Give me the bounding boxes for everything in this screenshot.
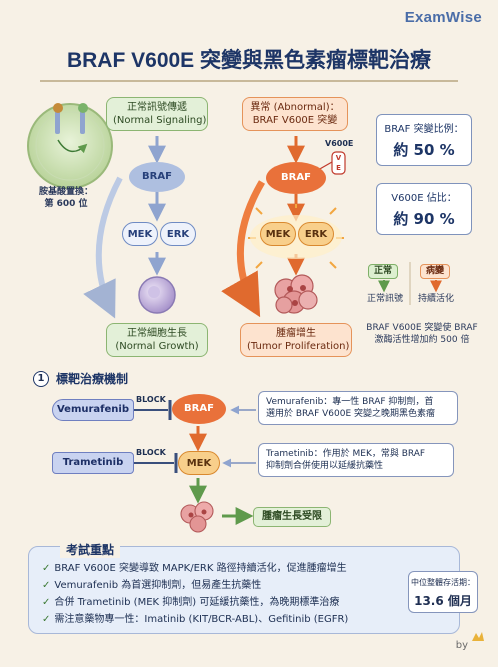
trametinib-info-box: Trametinib：作用於 MEK，常與 BRAF 抑制劑合併使用以延緩抗藥性 xyxy=(258,443,454,477)
abnormal-braf-node: BRAF xyxy=(266,162,326,194)
check-icon: ✓ xyxy=(42,614,51,625)
v600e-share-label: V600E 佔比： xyxy=(391,193,457,204)
brand-logo: ExamWise xyxy=(404,9,482,26)
median-survival-label: 中位整體存活期： xyxy=(411,578,475,587)
key-point-text: Vemurafenib 為首選抑制劑，但易產生抗藥性 xyxy=(54,580,262,591)
median-survival-value: 13.6 個月 xyxy=(414,594,472,608)
normal-outcome-label: 正常細胞生長 (Normal Growth) xyxy=(106,323,208,357)
kinase-activity-note: BRAF V600E 突變使 BRAF 激酶活性增加約 500 倍 xyxy=(362,322,482,346)
abnormal-signaling-header: 異常 (Abnormal)： BRAF V600E 突變 xyxy=(242,97,348,131)
title-divider xyxy=(40,80,458,82)
logo-mark-icon xyxy=(472,632,484,641)
key-point-text: 需注意藥物專一性：Imatinib (KIT/BCR-ABL)、Gefitini… xyxy=(54,614,349,625)
normal-header-line2: (Normal Signaling) xyxy=(113,115,207,126)
abnormal-header-line1: 異常 (Abnormal)： xyxy=(250,102,340,113)
key-point-text: 合併 Trametinib (MEK 抑制劑) 可延緩抗藥性，為晚期標準治療 xyxy=(54,597,340,608)
tram-info-line2: 抑制劑合併使用以延緩抗藥性 xyxy=(266,461,384,471)
mutation-label: V600E xyxy=(325,139,354,148)
abnormal-header-line2: BRAF V600E 突變 xyxy=(252,115,338,126)
legend-abnormal-tag: 病變 xyxy=(420,264,450,279)
braf-block-label: BLOCK xyxy=(136,395,166,404)
vemurafenib-info-box: Vemurafenib：專一性 BRAF 抑制劑，首 選用於 BRAF V600… xyxy=(258,391,458,425)
tram-info-line1: Trametinib：作用於 MEK，常與 BRAF xyxy=(266,449,426,459)
substitution-line1: 胺基酸置換： xyxy=(38,187,93,197)
normal-outcome-line1: 正常細胞生長 xyxy=(127,328,187,339)
activity-note-line1: BRAF V600E 突變使 BRAF xyxy=(366,323,478,333)
check-icon: ✓ xyxy=(42,580,51,591)
check-icon: ✓ xyxy=(42,597,51,608)
tumor-growth-limited-label: 腫瘤生長受限 xyxy=(253,507,331,527)
normal-erk-node: ERK xyxy=(160,222,196,246)
page-title: BRAF V600E 突變與黑色素瘤標靶治療 xyxy=(66,49,432,72)
mutation-marker: V E xyxy=(333,153,344,173)
normal-header-line1: 正常訊號傳遞 xyxy=(127,102,187,113)
abnormal-erk-node: ERK xyxy=(298,222,334,246)
legend-normal-tag: 正常 xyxy=(368,264,398,279)
key-point-text: BRAF V600E 突變導致 MAPK/ERK 路徑持續活化，促進腫瘤增生 xyxy=(54,563,347,574)
normal-mek-node: MEK xyxy=(122,222,158,246)
legend-abnormal-desc: 持續活化 xyxy=(417,294,454,304)
braf-mutation-rate-card: BRAF 突變比例： 約 50 % xyxy=(376,114,472,166)
median-survival-card: 中位整體存活期： 13.6 個月 xyxy=(408,571,478,613)
substitution-line2: 第 600 位 xyxy=(44,199,88,209)
key-points-list: ✓BRAF V600E 突變導致 MAPK/ERK 路徑持續活化，促進腫瘤增生 … xyxy=(42,562,348,626)
mutation-letter-e: E xyxy=(336,164,341,172)
abnormal-outcome-line2: (Tumor Proliferation) xyxy=(247,341,350,352)
v600e-share-value: 約 90 % xyxy=(393,210,455,228)
section-number-badge: 1 xyxy=(33,371,49,387)
abnormal-outcome-label: 腫瘤增生 (Tumor Proliferation) xyxy=(240,323,352,357)
activity-note-line2: 激酶活性增加約 500 倍 xyxy=(374,335,470,345)
tumor-cells-small-icon xyxy=(180,501,214,533)
braf-mutation-rate-value: 約 50 % xyxy=(393,141,455,159)
braf-mutation-rate-label: BRAF 突變比例： xyxy=(384,124,464,135)
vem-info-line1: Vemurafenib：專一性 BRAF 抑制劑，首 xyxy=(266,397,434,407)
key-point-item: ✓Vemurafenib 為首選抑制劑，但易產生抗藥性 xyxy=(42,579,348,592)
normal-cell-icon xyxy=(138,276,176,314)
mutation-letter-v: V xyxy=(335,154,342,162)
normal-signaling-header: 正常訊號傳遞 (Normal Signaling) xyxy=(106,97,208,131)
abnormal-outcome-line1: 腫瘤增生 xyxy=(276,328,316,339)
key-points-title: 考試重點 xyxy=(60,541,121,558)
amino-acid-substitution-label: 胺基酸置換： 第 600 位 xyxy=(36,186,96,210)
byline: by xyxy=(455,640,468,651)
key-point-item: ✓BRAF V600E 突變導致 MAPK/ERK 路徑持續活化，促進腫瘤增生 xyxy=(42,562,348,575)
key-points-panel xyxy=(28,546,460,634)
abnormal-mek-node: MEK xyxy=(260,222,296,246)
therapy-braf-node: BRAF xyxy=(172,394,226,424)
tumor-cells-icon xyxy=(274,274,318,314)
legend-normal-desc: 正常訊號 xyxy=(366,294,403,304)
section-title: 標靶治療機制 xyxy=(56,372,129,386)
vem-info-line2: 選用於 BRAF V600E 突變之晚期黑色素瘤 xyxy=(266,409,436,419)
trametinib-drug: Trametinib xyxy=(52,452,134,474)
mek-block-label: BLOCK xyxy=(136,448,166,457)
key-point-item: ✓合併 Trametinib (MEK 抑制劑) 可延緩抗藥性，為晚期標準治療 xyxy=(42,596,348,609)
check-icon: ✓ xyxy=(42,563,51,574)
vemurafenib-drug: Vemurafenib xyxy=(52,399,134,421)
therapy-mek-node: MEK xyxy=(178,451,220,475)
v600e-share-card: V600E 佔比： 約 90 % xyxy=(376,183,472,235)
key-point-item: ✓需注意藥物專一性：Imatinib (KIT/BCR-ABL)、Gefitin… xyxy=(42,613,348,626)
normal-outcome-line2: (Normal Growth) xyxy=(115,341,199,352)
normal-braf-node: BRAF xyxy=(129,162,185,192)
cell-membrane-icon xyxy=(27,103,113,189)
